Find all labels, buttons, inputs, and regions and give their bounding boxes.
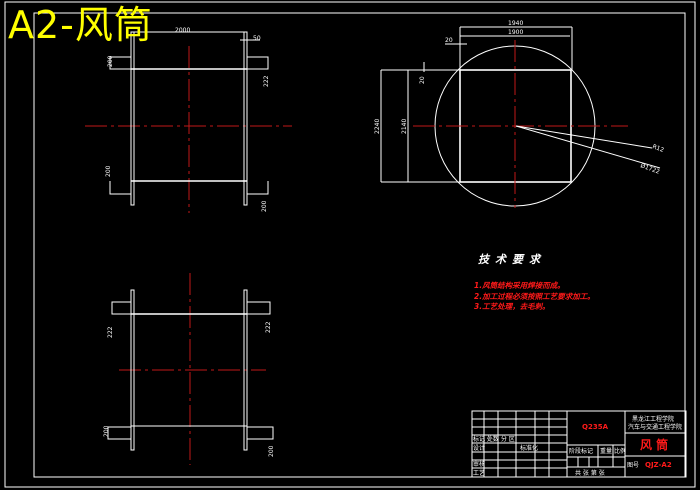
dim-label: 200 (268, 445, 275, 457)
dim-label: 20 (445, 37, 453, 44)
sheet-title: A2-风筒 (8, 3, 153, 47)
process-label: 工艺 (473, 469, 485, 477)
stage-label: 阶段标记 (569, 447, 593, 455)
weight-label: 重量 (600, 447, 612, 455)
dim-label: 222 (107, 326, 114, 338)
dim-label: 1940 (508, 20, 523, 27)
requirement-item: 3.工艺处理，去毛刺。 (474, 302, 550, 311)
dim-label: 200 (103, 425, 110, 437)
dim-label: 1900 (508, 29, 523, 36)
side-view-top: 2000 50 200 222 200 200 (85, 27, 292, 213)
code-label: 图号 (627, 462, 639, 469)
dim-label: R12 (651, 143, 665, 154)
inner-frame (33, 12, 686, 478)
department-name: 汽车与交通工程学院 (628, 423, 682, 431)
review-label: 审核 (473, 460, 485, 468)
dim-label: 222 (265, 321, 272, 333)
standard-label: 标准化 (520, 444, 538, 452)
requirement-item: 2.加工过程必须按照工艺要求加工。 (474, 292, 595, 301)
dim-label: 2140 (401, 119, 408, 134)
sheet-label: 共 张 第 张 (575, 469, 605, 477)
dim-label: 222 (263, 75, 270, 87)
school-name: 黑龙江工程学院 (632, 415, 674, 423)
dim-label: 200 (105, 165, 112, 177)
requirements-heading: 技术要求 (478, 253, 546, 266)
side-view-bottom: 222 222 200 200 (103, 273, 275, 465)
dim-label: 20 (419, 76, 426, 84)
material-text: Q235A (582, 423, 609, 431)
drawing-number: QJZ-A2 (645, 461, 672, 469)
plan-view: 1940 1900 20 20 2240 2140 R12 Ø1722 (374, 20, 665, 208)
scale-label: 比例 (614, 447, 626, 455)
designer-label: 设计 (473, 444, 485, 452)
part-name: 风 筒 (640, 437, 668, 452)
title-block: 标记 处数 分 区 设计 标准化 审核 工艺 Q235A 阶段标记 重量 比例 … (471, 410, 687, 478)
signature-label: 标记 处数 分 区 (473, 435, 515, 443)
outer-border (4, 1, 696, 488)
dim-label: 200 (261, 200, 268, 212)
requirement-item: 1.风筒结构采用焊接而成。 (474, 281, 565, 290)
dim-label: 200 (107, 55, 114, 67)
dim-label: 2000 (175, 27, 190, 34)
dim-label: 50 (253, 35, 261, 42)
dim-label: 2240 (374, 119, 381, 134)
dim-label: Ø1722 (639, 162, 660, 175)
